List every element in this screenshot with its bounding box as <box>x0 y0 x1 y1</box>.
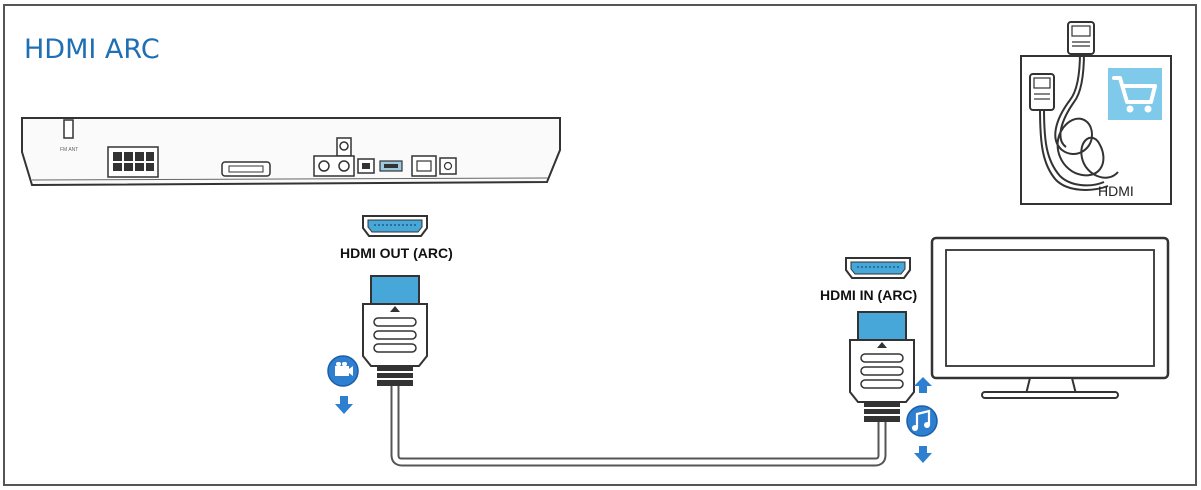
player-rear-panel: FM ANT <box>21 117 561 187</box>
arrow-up-icon <box>914 377 932 393</box>
speaker-terminal-block <box>107 146 159 178</box>
audio-signal-icon <box>906 405 938 437</box>
hdmi-in-socket-icon <box>845 257 911 279</box>
cable-plug-top <box>1067 21 1095 55</box>
diagram-title: HDMI ARC <box>24 34 160 65</box>
hdmi-out-socket-icon <box>362 215 428 237</box>
audio-jacks <box>313 137 403 177</box>
power-socket <box>439 157 457 175</box>
coiled-cable-drawing <box>1039 51 1119 191</box>
arrow-down-icon <box>914 446 932 463</box>
television <box>930 236 1170 399</box>
product-caption: HDMI <box>1098 183 1134 199</box>
arrow-down-icon <box>335 396 353 414</box>
hdmi-plug-left <box>362 275 428 386</box>
video-signal-icon <box>327 355 359 387</box>
hdmi-out-label: HDMI OUT (ARC) <box>340 245 453 261</box>
hdmi-plug-right <box>849 311 915 422</box>
lan-port <box>411 155 437 177</box>
cable-plug-left <box>1029 73 1055 111</box>
hdmi-in-label: HDMI IN (ARC) <box>820 287 917 303</box>
hdmi-cable-product-box: HDMI <box>1020 21 1172 205</box>
svg-text:FM ANT: FM ANT <box>60 147 78 153</box>
